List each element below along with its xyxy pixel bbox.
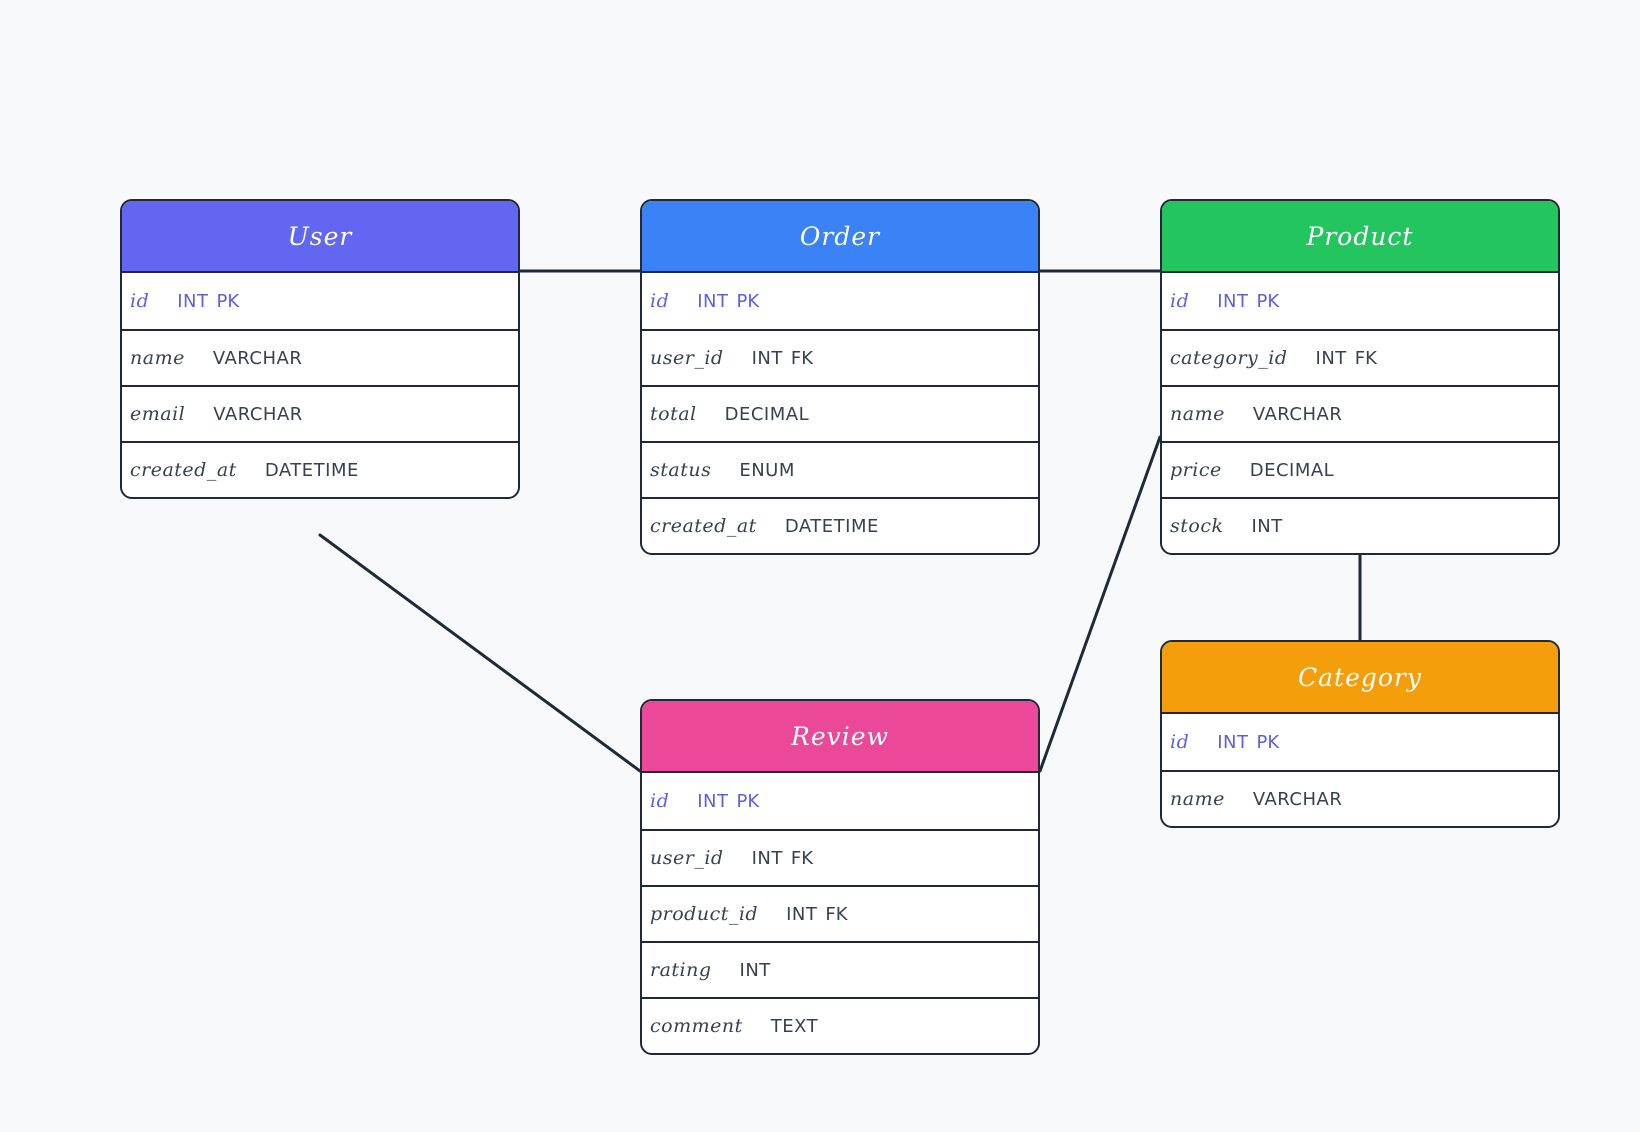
field-type: TEXT (770, 1015, 819, 1037)
field-name: id (130, 290, 150, 312)
field-name: total (650, 403, 697, 425)
field-row-name[interactable]: name VARCHAR (1162, 385, 1558, 441)
field-type: INT (739, 959, 771, 981)
field-row-id[interactable]: id INT PK (1162, 714, 1558, 770)
field-key-badge: FK (825, 903, 848, 925)
field-row-id[interactable]: id INT PK (642, 273, 1038, 329)
field-type: INT (1315, 347, 1347, 369)
field-type: INT (177, 290, 209, 312)
field-key-badge: PK (216, 290, 240, 312)
field-name: id (650, 790, 670, 812)
field-row-name[interactable]: name VARCHAR (1162, 770, 1558, 826)
field-row-category-id[interactable]: category_id INT FK (1162, 329, 1558, 385)
entity-fields-category: id INT PK name VARCHAR (1162, 714, 1558, 826)
field-type: DECIMAL (724, 403, 810, 425)
field-name: stock (1170, 515, 1224, 537)
field-type: INT (751, 347, 783, 369)
field-row-price[interactable]: price DECIMAL (1162, 441, 1558, 497)
entity-header-review[interactable]: Review (642, 701, 1038, 773)
entity-category[interactable]: Category id INT PK name VARCHAR (1160, 640, 1560, 828)
entity-header-category[interactable]: Category (1162, 642, 1558, 714)
field-name: id (1170, 731, 1190, 753)
field-row-total[interactable]: total DECIMAL (642, 385, 1038, 441)
field-key-badge: PK (1256, 290, 1280, 312)
field-name: product_id (650, 903, 759, 925)
field-key-badge: FK (790, 347, 814, 369)
field-row-comment[interactable]: comment TEXT (642, 997, 1038, 1053)
connector-user-review[interactable] (318, 533, 642, 773)
field-name: price (1170, 459, 1222, 481)
field-name: user_id (650, 347, 724, 369)
field-key-badge: PK (1256, 731, 1280, 753)
field-row-created-at[interactable]: created_at DATETIME (122, 441, 518, 497)
field-name: status (650, 459, 712, 481)
field-type: INT (697, 290, 729, 312)
field-type: INT (1217, 731, 1249, 753)
field-type: VARCHAR (213, 403, 303, 425)
field-key-badge: FK (790, 847, 814, 869)
field-name: id (650, 290, 670, 312)
connector-product-review[interactable] (1038, 435, 1162, 773)
field-type: INT (786, 903, 818, 925)
field-name: name (1170, 788, 1225, 810)
field-row-id[interactable]: id INT PK (122, 273, 518, 329)
field-name: name (1170, 403, 1225, 425)
field-row-product-id[interactable]: product_id INT FK (642, 885, 1038, 941)
field-name: user_id (650, 847, 724, 869)
field-key-badge: PK (736, 290, 760, 312)
field-row-stock[interactable]: stock INT (1162, 497, 1558, 553)
field-name: email (130, 403, 186, 425)
field-type: INT (751, 847, 783, 869)
field-key-badge: PK (736, 790, 760, 812)
field-name: created_at (650, 515, 757, 537)
field-row-status[interactable]: status ENUM (642, 441, 1038, 497)
field-row-user-id[interactable]: user_id INT FK (642, 829, 1038, 885)
entity-header-product[interactable]: Product (1162, 201, 1558, 273)
field-row-rating[interactable]: rating INT (642, 941, 1038, 997)
field-type: DECIMAL (1249, 459, 1335, 481)
field-name: rating (650, 959, 712, 981)
field-type: VARCHAR (212, 347, 303, 369)
field-name: name (130, 347, 185, 369)
field-type: INT (1217, 290, 1249, 312)
field-type: DATETIME (264, 459, 359, 481)
field-key-badge: FK (1354, 347, 1377, 369)
field-type: VARCHAR (1252, 403, 1343, 425)
field-name: id (1170, 290, 1190, 312)
field-type: DATETIME (784, 515, 879, 537)
field-row-user-id[interactable]: user_id INT FK (642, 329, 1038, 385)
field-type: INT (697, 790, 729, 812)
field-type: ENUM (739, 459, 795, 481)
field-type: INT (1251, 515, 1283, 537)
field-row-id[interactable]: id INT PK (642, 773, 1038, 829)
field-row-name[interactable]: name VARCHAR (122, 329, 518, 385)
field-name: comment (650, 1015, 743, 1037)
entity-header-user[interactable]: User (122, 201, 518, 273)
field-name: created_at (130, 459, 237, 481)
field-type: VARCHAR (1252, 788, 1343, 810)
field-row-created-at[interactable]: created_at DATETIME (642, 497, 1038, 553)
field-name: category_id (1170, 347, 1288, 369)
entity-header-order[interactable]: Order (642, 201, 1038, 273)
field-row-email[interactable]: email VARCHAR (122, 385, 518, 441)
field-row-id[interactable]: id INT PK (1162, 273, 1558, 329)
